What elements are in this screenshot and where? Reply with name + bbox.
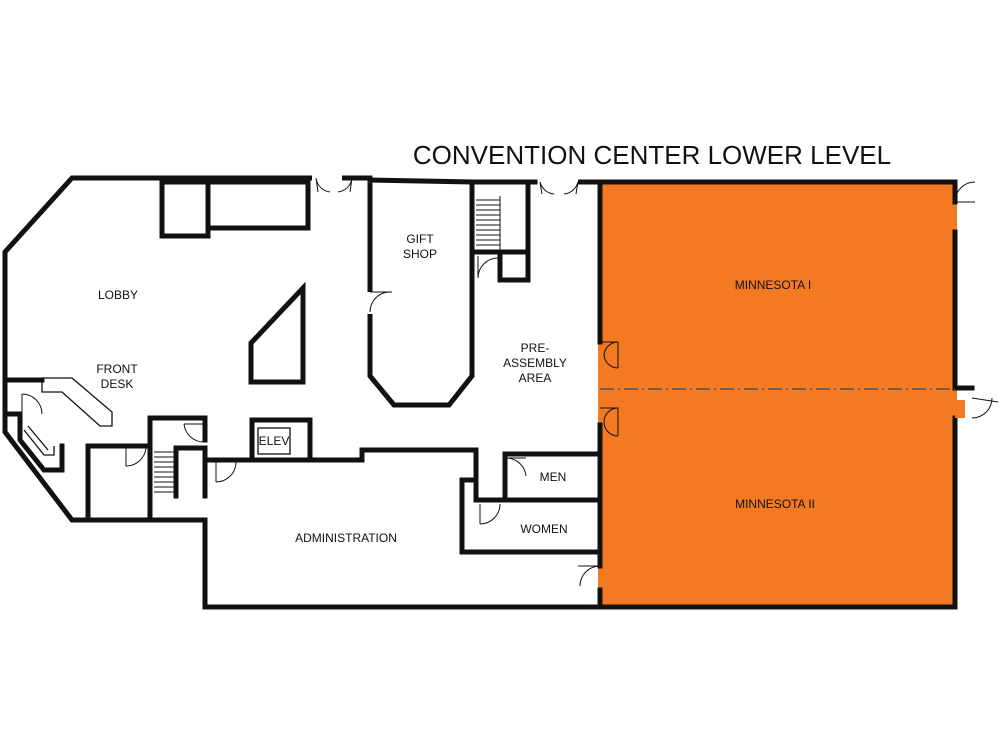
front-desk — [2, 377, 113, 473]
room-label-minnesota-1: MINNESOTA I — [735, 278, 811, 292]
room-label-lobby: LOBBY — [98, 288, 138, 302]
central-structure — [248, 281, 306, 385]
door-gap — [366, 292, 374, 314]
ballroom-doors[interactable] — [578, 181, 999, 587]
room-label-pre-assembly-3: AREA — [519, 371, 552, 385]
door-icon[interactable] — [477, 256, 499, 279]
room-label-elevator: ELEV — [259, 434, 290, 448]
entry-doors[interactable] — [315, 177, 579, 195]
room-label-administration: ADMINISTRATION — [295, 531, 397, 545]
ballroom-exit-notch — [955, 400, 965, 418]
restroom-walls — [459, 451, 603, 555]
entry-gap — [312, 172, 342, 184]
room-label-minnesota-2: MINNESOTA II — [735, 497, 815, 511]
door-icon[interactable] — [315, 177, 331, 193]
door-icon[interactable] — [479, 503, 501, 525]
front-desk-counter — [41, 377, 113, 427]
room-label-women: WOMEN — [520, 522, 567, 536]
entry-gap — [538, 176, 578, 188]
ballroom[interactable]: MINNESOTA I MINNESOTA II — [597, 179, 975, 610]
door-icon[interactable] — [369, 291, 392, 313]
room-label-gift-shop-1: GIFT — [406, 232, 434, 246]
gift-shop[interactable]: GIFT SHOP — [366, 232, 437, 314]
elevator[interactable]: ELEV — [249, 417, 313, 463]
door-icon[interactable] — [578, 565, 601, 587]
door-icon[interactable] — [600, 407, 619, 437]
room-label-front-desk-1: FRONT — [96, 362, 138, 376]
door-icon[interactable] — [563, 181, 579, 195]
stairs-upper — [469, 179, 531, 283]
ballroom-walls — [597, 179, 975, 610]
door-icon[interactable] — [539, 181, 555, 195]
door-icon[interactable] — [183, 423, 205, 443]
storage-room — [159, 179, 211, 239]
administration-walls — [202, 447, 479, 483]
ballroom-fill — [598, 180, 957, 609]
room-label-pre-assembly-2: ASSEMBLY — [503, 356, 567, 370]
plan-title: CONVENTION CENTER LOWER LEVEL — [413, 140, 891, 170]
door-icon[interactable] — [600, 341, 619, 369]
door-icon[interactable] — [215, 460, 237, 483]
door-icon[interactable] — [337, 177, 353, 193]
restrooms[interactable]: MEN WOMEN — [459, 451, 603, 555]
door-icon[interactable] — [125, 446, 147, 467]
stairs-lower — [154, 445, 208, 499]
stair-walls — [469, 179, 531, 283]
door-icon[interactable] — [505, 457, 527, 477]
room-label-men: MEN — [540, 470, 567, 484]
room-label-gift-shop-2: SHOP — [403, 247, 437, 261]
stair-walls — [173, 445, 208, 499]
elevator-car — [257, 427, 291, 455]
back-office-counter — [23, 425, 55, 456]
building-outline — [2, 175, 603, 610]
service-room-walls — [85, 415, 208, 523]
door-icon[interactable] — [971, 397, 999, 419]
door-icon[interactable] — [21, 393, 43, 415]
room-label-front-desk-2: DESK — [101, 377, 134, 391]
room-label-pre-assembly-1: PRE- — [521, 341, 550, 355]
storage-room — [205, 179, 311, 231]
door-icon[interactable] — [954, 181, 976, 203]
back-office-walls — [2, 377, 65, 473]
administration[interactable]: ADMINISTRATION — [202, 447, 479, 545]
